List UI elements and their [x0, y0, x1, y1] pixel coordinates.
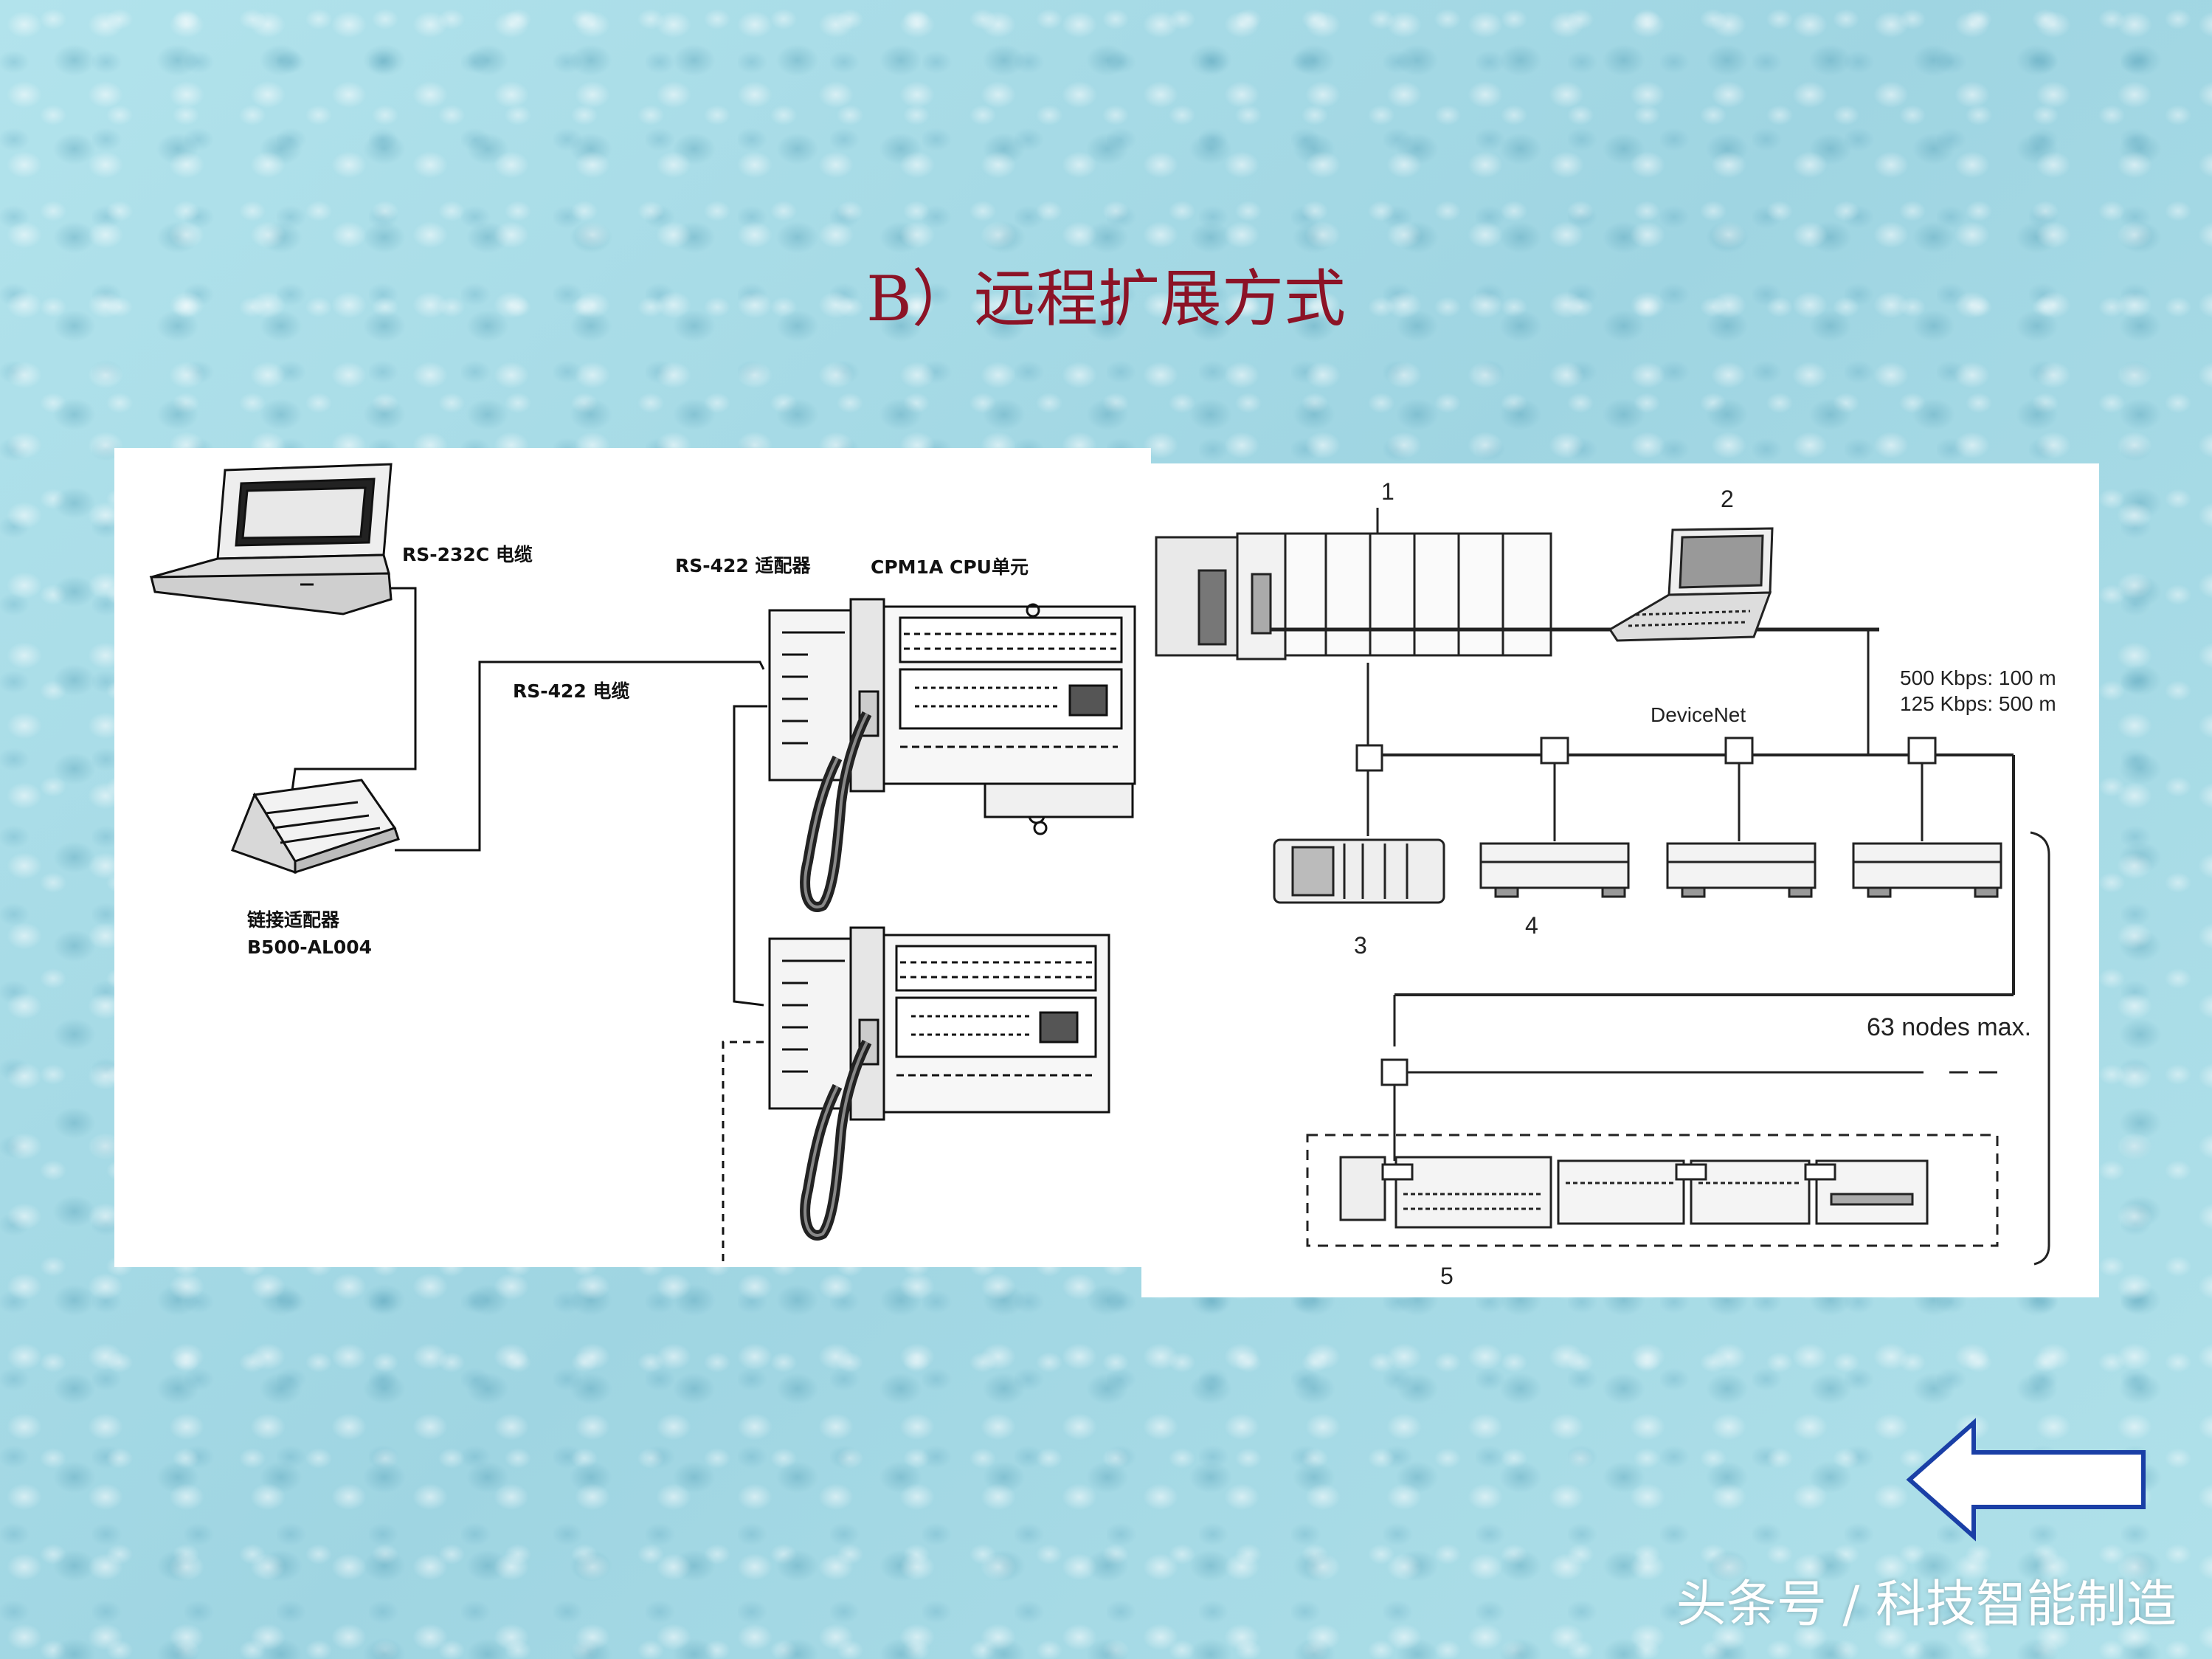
right-diagram-graphic — [1155, 508, 2050, 1266]
link-adapter-label: 链接适配器 — [247, 909, 340, 931]
devicenet-label: DeviceNet — [1651, 703, 1746, 726]
rs422-adapter-label: RS-422 适配器 — [675, 555, 811, 576]
rs422-cable-label: RS-422 电缆 — [513, 680, 630, 702]
io-module-3-icon — [1852, 842, 2002, 898]
label-number-4: 4 — [1525, 912, 1538, 939]
io-module-2-icon — [1666, 842, 1817, 898]
rs232c-cable-label: RS-232C 电缆 — [402, 544, 533, 565]
slide-title: B）远程扩展方式 — [866, 263, 1346, 335]
left-diagram-graphic — [149, 463, 1136, 1267]
label-number-2: 2 — [1721, 486, 1734, 512]
label-number-5: 5 — [1440, 1263, 1454, 1289]
plc-unit-3-icon — [1273, 838, 1445, 904]
cpu-unit-1-icon — [768, 598, 1136, 835]
link-adapter-icon — [231, 779, 400, 875]
watermark-text: 头条号 / 科技智能制造 — [1676, 1576, 2177, 1634]
link-adapter-model-label: B500-AL004 — [247, 937, 373, 958]
laptop-icon — [1608, 527, 1774, 642]
max-nodes-label: 63 nodes max. — [1867, 1013, 2032, 1041]
label-number-1: 1 — [1381, 478, 1394, 505]
io-module-1-icon — [1479, 842, 1630, 898]
left-arrow-icon — [1906, 1418, 2146, 1542]
cpu-unit-label: CPM1A CPU单元 — [871, 556, 1029, 578]
speed-125-label: 125 Kbps: 500 m — [1900, 692, 2056, 715]
cpu-unit-2-icon — [768, 926, 1110, 1121]
terminal-unit-group-icon — [1339, 1156, 1929, 1229]
right-diagram-panel: 1 2 3 4 5 DeviceNet 500 Kbps: 100 m 125 … — [1141, 463, 2099, 1297]
speed-500-label: 500 Kbps: 100 m — [1900, 666, 2056, 689]
plc-rack-icon — [1155, 508, 1879, 661]
back-button[interactable] — [1904, 1417, 2151, 1542]
label-number-3: 3 — [1354, 932, 1367, 959]
left-diagram-panel: RS-232C 电缆 RS-422 适配器 CPM1A CPU单元 RS-422… — [114, 448, 1151, 1267]
laptop-icon — [149, 463, 393, 615]
